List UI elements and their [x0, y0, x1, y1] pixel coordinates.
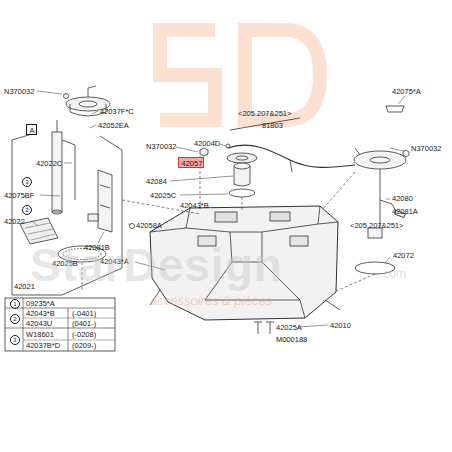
node-text: A — [30, 127, 34, 135]
part-number: 42043*B — [180, 202, 209, 210]
watermark: accessoires & pièces — [150, 294, 272, 307]
watermark: StarDesign — [30, 242, 283, 288]
part-number: 42010 — [330, 322, 351, 330]
part-number: 42004D — [194, 140, 220, 148]
node-text: 42057 — [182, 160, 201, 168]
part-number: 42072 — [393, 252, 414, 260]
table-cell: (-0208) — [72, 331, 96, 339]
callout-number: 1 — [10, 299, 20, 309]
part-number: 42022 — [4, 218, 25, 226]
retainer-ring — [227, 153, 257, 163]
table-cell: W18601 — [26, 331, 54, 339]
sender-flange — [354, 151, 406, 169]
fuel-filter — [20, 218, 58, 244]
part-number: N370032 — [4, 88, 34, 96]
callout-number: 3 — [10, 335, 20, 345]
parts-table — [5, 298, 115, 351]
table-cell: 09235*A — [26, 300, 55, 308]
bracket — [98, 170, 112, 232]
part-number: M000188 — [276, 336, 307, 344]
table-cell: (0401-) — [72, 320, 96, 328]
part-number: 42058A — [136, 222, 162, 230]
nut — [200, 148, 208, 156]
part-number: 42052EA — [98, 122, 129, 130]
part-number: 42075BF — [4, 192, 34, 200]
part-number: 42025C — [150, 192, 176, 200]
part-number: <205.207&251> — [350, 222, 403, 230]
part-number: N370032 — [411, 145, 441, 153]
part-number: 42081A — [392, 208, 418, 216]
highlighted-part: 42057 — [178, 157, 204, 168]
clip — [386, 106, 404, 112]
part-number: N370032 — [146, 143, 176, 151]
part-number: 42025A — [276, 324, 302, 332]
fuel-pump — [52, 132, 62, 212]
part-number: 42084 — [146, 178, 167, 186]
reference-box: A — [26, 124, 37, 135]
part-number: 42022C — [36, 160, 62, 168]
part-number: 81803 — [262, 122, 283, 130]
bolt — [254, 322, 274, 334]
table-cell: 42043*B — [26, 310, 55, 318]
table-cell: (0209-) — [72, 342, 96, 350]
table-cell: (-0401) — [72, 310, 96, 318]
part-number: 42075*A — [392, 88, 421, 96]
part-number: 42037F*C — [100, 108, 134, 116]
part-number: 42080 — [392, 195, 413, 203]
hose — [228, 145, 355, 167]
table-cell: 42043U — [26, 320, 52, 328]
callout-number: 3 — [22, 177, 32, 187]
callout-number: 2 — [22, 205, 32, 215]
table-cell: 42037B*D — [26, 342, 60, 350]
watermark: .com — [380, 268, 406, 280]
part-number: <205.207&251> — [238, 110, 291, 118]
callout-number: 2 — [10, 314, 20, 324]
watermark-logo — [160, 30, 320, 120]
